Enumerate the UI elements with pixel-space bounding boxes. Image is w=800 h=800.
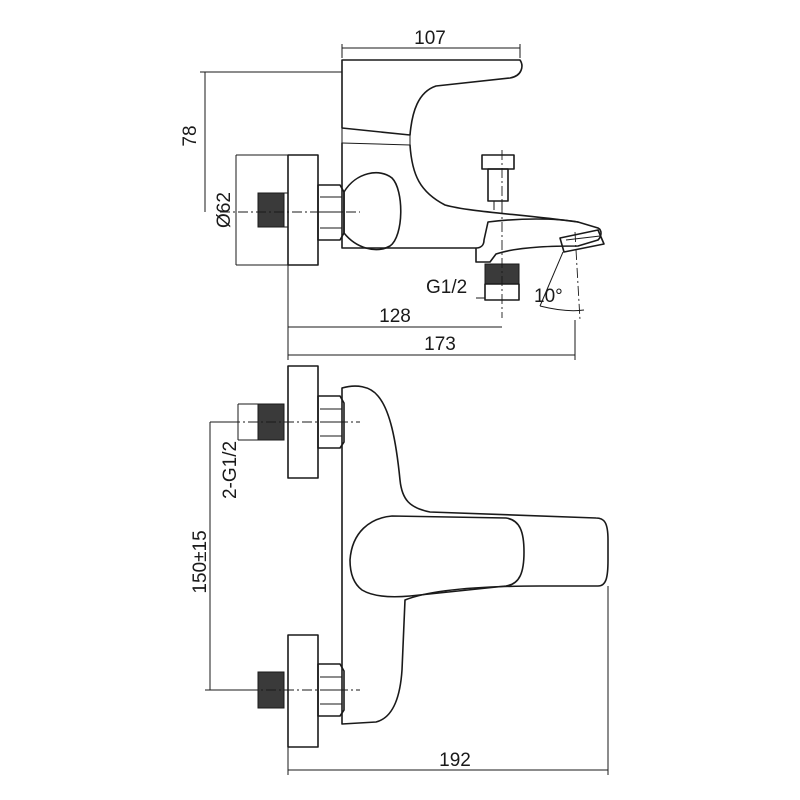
lower-flange [287, 634, 319, 748]
eccentric-connector [343, 171, 402, 251]
dim-label-inlet-spacing: 150±15 [190, 530, 211, 593]
dim-total-depth: 192 [287, 586, 609, 775]
dim-height: 78 [180, 71, 342, 212]
dim-spout-angle: 10° [534, 251, 585, 312]
dim-label-flange-diameter: Ø62 [214, 192, 235, 228]
dim-inlet-threads: 2-G1/2 [209, 421, 241, 520]
dim-label-total-length: 173 [424, 334, 456, 355]
spout-centerline [574, 231, 581, 321]
handle-lever [341, 59, 523, 136]
label-spout-angle: 10° [534, 286, 563, 307]
dim-label-top-length: 107 [414, 28, 446, 49]
body-top-contour [409, 144, 579, 223]
dim-inlet-spacing: 150±15 [190, 520, 250, 691]
dim-label-height: 78 [180, 125, 201, 146]
dim-outlet-offset: 128 [287, 265, 502, 332]
mixer-body [341, 142, 602, 263]
dim-flange-diameter: Ø62 [214, 155, 237, 265]
dim-top-length: 107 [341, 28, 521, 58]
mixer-body-top [341, 385, 609, 725]
hex-nut [317, 184, 345, 241]
top-view: 2-G1/2 150±15 192 [190, 365, 609, 775]
handle-lever-top [349, 515, 525, 598]
dim-label-inlet-threads: 2-G1/2 [220, 441, 241, 499]
dim-total-length: 173 [287, 320, 576, 360]
label-outlet-thread: G1/2 [426, 277, 467, 298]
dim-label-total-depth: 192 [439, 750, 471, 771]
diverter-button [481, 154, 515, 210]
side-view: 107 78 Ø62 G1/2 10° 128 [180, 28, 605, 360]
dim-label-outlet-offset: 128 [379, 306, 411, 327]
inlet-thread [257, 192, 288, 228]
spout-nozzle [559, 229, 605, 253]
